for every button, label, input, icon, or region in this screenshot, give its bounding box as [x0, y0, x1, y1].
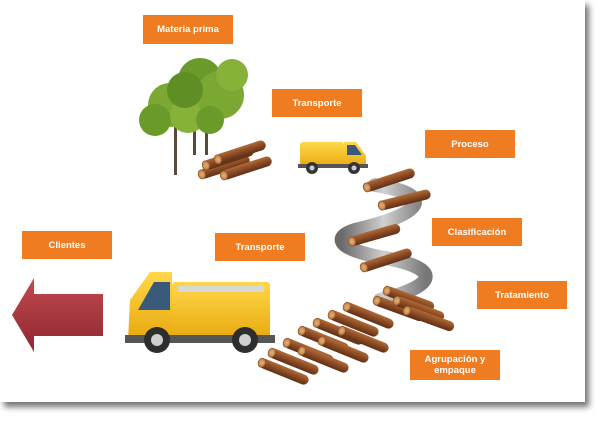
left-arrow-icon	[12, 278, 103, 352]
large-truck-icon	[125, 272, 275, 353]
label-clasificacion: Clasificación	[432, 218, 522, 246]
label-transporte-1: Transporte	[272, 89, 362, 117]
label-transporte-2: Transporte	[215, 233, 305, 261]
log-pile-icon	[196, 139, 274, 182]
tree-icon	[139, 58, 248, 175]
label-agrupacion: Agrupación y empaque	[410, 350, 500, 380]
small-truck-icon	[298, 142, 368, 174]
label-proceso: Proceso	[425, 130, 515, 158]
log-pile-icon	[256, 300, 396, 387]
label-tratamiento: Tratamiento	[477, 281, 567, 309]
label-clientes: Clientes	[22, 231, 112, 259]
label-materia-prima: Materia prima	[143, 15, 233, 44]
spiral-ramp-icon	[334, 178, 433, 307]
